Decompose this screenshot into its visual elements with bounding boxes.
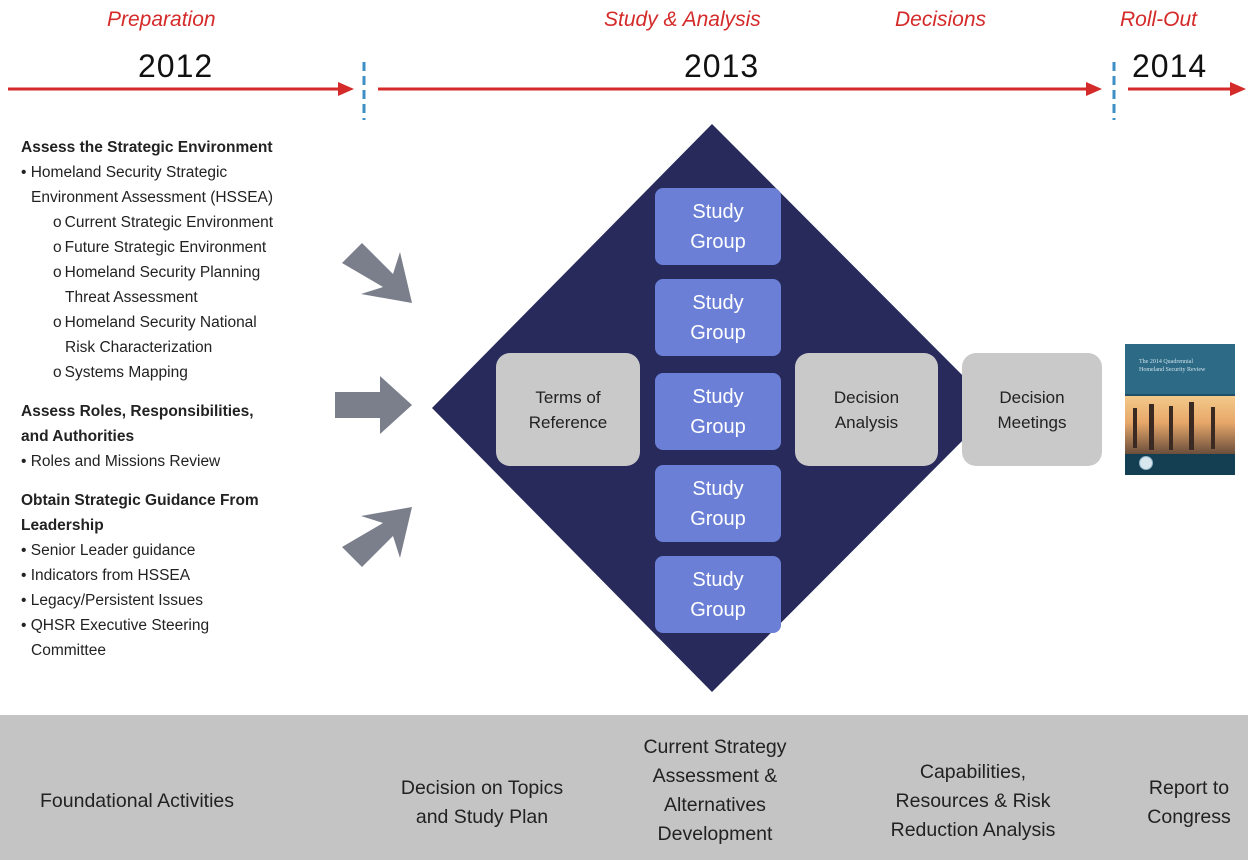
decision-analysis-box: Decision Analysis (795, 353, 938, 466)
bullet-legacy: Legacy/Persistent Issues (21, 588, 273, 613)
section-heading-roles: Assess Roles, Responsibilities, (21, 403, 254, 420)
terms-of-reference-label: Terms of (535, 387, 601, 407)
year-2014: 2014 (1132, 48, 1208, 84)
phase-roll-out: Roll-Out (1120, 8, 1198, 31)
input-arrows (335, 243, 412, 567)
bottom-label-strategy-assessment: Current Strategy Assessment & Alternativ… (643, 736, 787, 845)
bullet-steering: QHSR Executive Steering (21, 613, 273, 638)
decision-meetings-label: Decision (999, 387, 1065, 407)
study-group-label: Study (692, 477, 744, 500)
year-2013: 2013 (684, 48, 760, 84)
terms-of-reference-box: Terms of Reference (496, 353, 640, 466)
subitem-future-environment: Future Strategic Environment (21, 235, 273, 260)
study-group-label: Group (690, 321, 746, 344)
arrow-right-icon (335, 376, 412, 434)
bottom-phase-bar (0, 715, 1248, 860)
section-heading-guidance: Obtain Strategic Guidance From (21, 492, 259, 509)
report-cover-image: The 2014 Quadrennial Homeland Security R… (1125, 344, 1235, 475)
study-group-label: Study (692, 385, 744, 408)
timeline-arrow-2013 (378, 82, 1102, 96)
study-group-label: Study (692, 200, 744, 223)
bottom-label-capabilities: Capabilities, Resources & Risk Reduction… (890, 761, 1056, 841)
decision-meetings-box: Decision Meetings (962, 353, 1102, 466)
bottom-label-foundational: Foundational Activities (40, 790, 235, 812)
study-group-label: Group (690, 230, 746, 253)
phase-study-analysis: Study & Analysis (604, 8, 761, 31)
subitem-systems-mapping: Systems Mapping (21, 360, 273, 385)
timeline-arrow-2012 (8, 82, 354, 96)
bullet-senior-leader: Senior Leader guidance (21, 538, 273, 563)
seal-icon (1139, 456, 1153, 470)
study-group-4: Study Group (655, 465, 781, 542)
subitem-risk-characterization-cont: Risk Characterization (65, 339, 213, 356)
study-group-label: Group (690, 507, 746, 530)
study-group-5: Study Group (655, 556, 781, 633)
study-group-label: Study (692, 568, 744, 591)
section-heading-strategic-environment: Assess the Strategic Environment (21, 139, 273, 156)
bullet-roles-missions: Roles and Missions Review (21, 449, 273, 474)
timeline-arrow-2014 (1128, 82, 1246, 96)
study-group-2: Study Group (655, 279, 781, 356)
study-group-label: Group (690, 415, 746, 438)
bullet-hssea-cont: Environment Assessment (HSSEA) (31, 189, 274, 206)
year-2012: 2012 (138, 48, 214, 84)
decision-analysis-label: Decision (833, 387, 900, 407)
subitem-risk-characterization: Homeland Security National (21, 310, 273, 335)
left-panel: Assess the Strategic Environment Homelan… (21, 135, 273, 663)
decision-meetings-label: Meetings (997, 412, 1067, 432)
phase-preparation: Preparation (107, 8, 216, 31)
subitem-planning-threat: Homeland Security Planning (21, 260, 273, 285)
bottom-label-report-congress: Report to Congress (1147, 777, 1231, 828)
bullet-indicators: Indicators from HSSEA (21, 563, 273, 588)
bottom-label-decision-topics: Decision on Topics and Study Plan (400, 777, 564, 828)
arrow-up-right-icon (342, 507, 412, 567)
section-heading-roles-cont: and Authorities (21, 428, 135, 445)
timeline-arrows (8, 62, 1246, 120)
study-group-label: Group (690, 598, 746, 621)
arrow-down-right-icon (342, 243, 412, 303)
decision-analysis-label: Analysis (834, 412, 899, 432)
study-group-1: Study Group (655, 188, 781, 265)
terms-of-reference-label: Reference (528, 412, 608, 432)
report-cover-title: The 2014 Quadrennial Homeland Security R… (1139, 359, 1206, 373)
subitem-planning-threat-cont: Threat Assessment (65, 289, 198, 306)
bullet-steering-cont: Committee (31, 642, 106, 659)
section-heading-guidance-cont: Leadership (21, 517, 104, 534)
subitem-current-environment: Current Strategic Environment (21, 210, 273, 235)
study-group-3: Study Group (655, 373, 781, 450)
phase-decisions: Decisions (895, 8, 987, 31)
study-group-label: Study (692, 291, 744, 314)
bullet-hssea: Homeland Security Strategic (21, 160, 273, 185)
